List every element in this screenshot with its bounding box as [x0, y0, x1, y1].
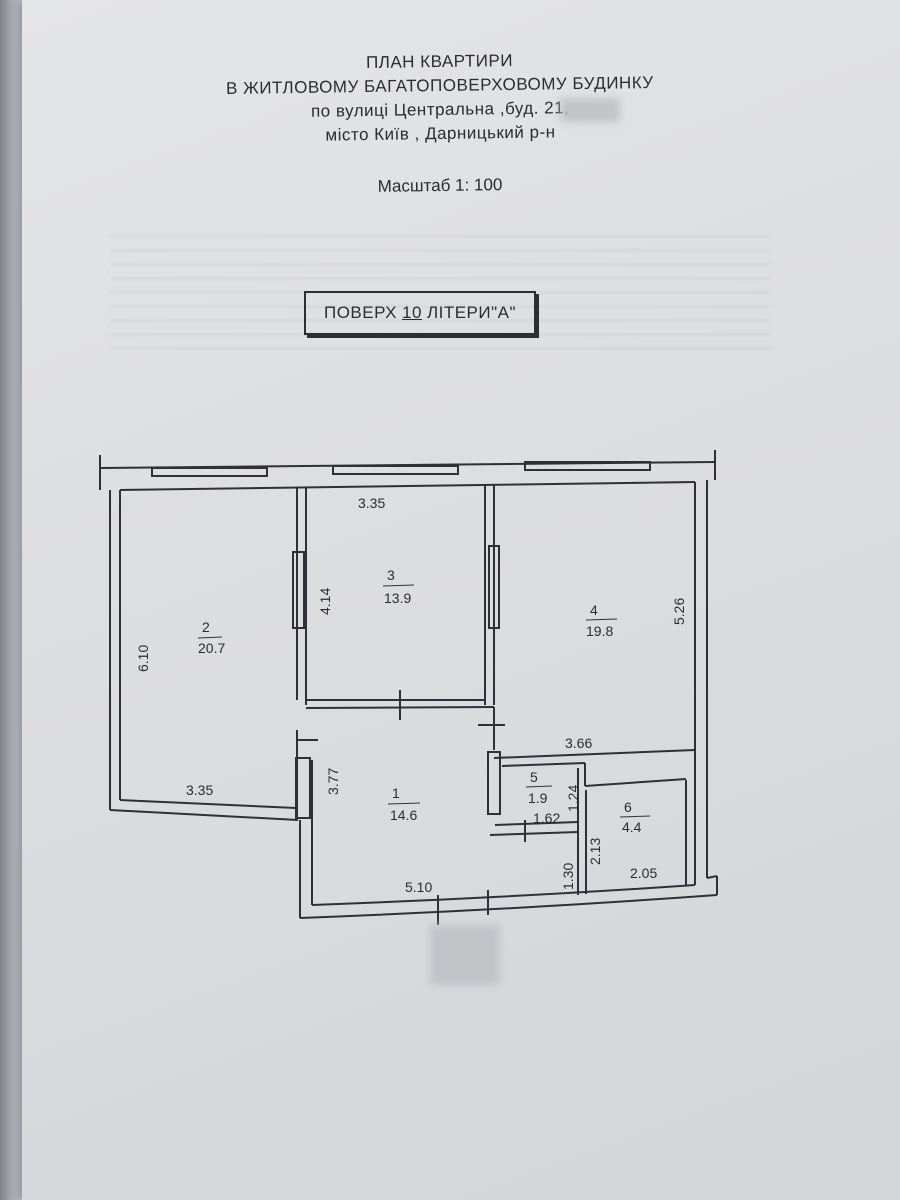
- dimension-labels: 3.35 4.14 6.10 3.35 5.26 3.66 3.77 5.10 …: [135, 495, 687, 895]
- floor-letter: ЛІТЕРИ"А": [426, 303, 517, 322]
- room-5-area: 1.9: [528, 790, 548, 806]
- dim-room6-width: 2.05: [630, 865, 657, 881]
- dim-room2-height: 6.10: [135, 645, 151, 672]
- reverse-side-bleed-through: [110, 230, 770, 350]
- floor-label-box: ПОВЕРХ 10 ЛІТЕРИ"А": [304, 291, 536, 335]
- room-4-number: 4: [590, 602, 598, 618]
- room-6-area: 4.4: [622, 819, 642, 835]
- dim-room3-height: 4.14: [317, 588, 333, 615]
- dim-room3-width: 3.35: [358, 495, 385, 511]
- room-5-number: 5: [530, 769, 538, 785]
- dim-room5-width: 1.62: [533, 810, 560, 826]
- document-page: [22, 0, 900, 1200]
- redacted-apartment-number: [560, 98, 620, 122]
- room-3-area: 13.9: [384, 590, 411, 606]
- room-1-number: 1: [392, 785, 400, 801]
- dim-room6-height: 2.13: [587, 838, 603, 865]
- room-2-area: 20.7: [198, 640, 225, 656]
- room-labels: 2 20.7 3 13.9 4 19.8 1 14.6 5 1.9 6 4.4: [197, 567, 651, 835]
- dim-room1-width: 5.10: [405, 879, 432, 895]
- dim-room1-height: 3.77: [325, 768, 341, 795]
- redacted-stamp-area: [430, 925, 500, 985]
- room-3-number: 3: [387, 567, 395, 583]
- room-4-area: 19.8: [586, 623, 613, 639]
- room-6-number: 6: [624, 799, 632, 815]
- dim-room4-height: 5.26: [671, 598, 687, 625]
- dim-corridor-width: 1.30: [560, 863, 576, 890]
- plan-walls: [99, 450, 718, 925]
- room-1-area: 14.6: [390, 807, 417, 823]
- dim-room4-width: 3.66: [565, 735, 592, 751]
- dim-room5-height: 1.24: [565, 785, 581, 812]
- dim-room2-width: 3.35: [186, 782, 213, 798]
- floor-number: 10: [402, 303, 422, 322]
- room-2-number: 2: [202, 619, 210, 635]
- floor-prefix: ПОВЕРХ: [323, 303, 398, 322]
